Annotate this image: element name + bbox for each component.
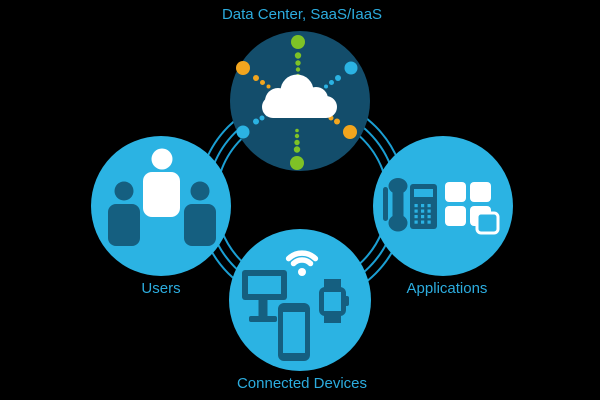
dot: [294, 52, 302, 59]
person-body: [108, 204, 140, 246]
app-tile: [445, 206, 466, 226]
person-left-icon: [108, 181, 140, 246]
monitor-icon: [242, 270, 287, 322]
big-dot: [344, 61, 358, 75]
dot: [293, 146, 301, 153]
dot-ray-southeast-orange: [323, 112, 357, 139]
key: [427, 215, 431, 219]
key: [427, 204, 431, 208]
monitor-stand: [258, 300, 268, 317]
dot: [253, 118, 259, 125]
person-body: [143, 172, 180, 217]
users-label: Users: [141, 280, 180, 297]
people-group-icon: [108, 148, 216, 246]
smartwatch-icon: [319, 279, 349, 323]
person-head: [114, 181, 134, 201]
dot-ray-south-green: [290, 128, 304, 170]
dot: [259, 115, 265, 121]
cloud-base: [262, 96, 337, 118]
big-dot: [291, 35, 305, 49]
applications-circle: [373, 136, 513, 276]
phone-screen: [414, 189, 433, 197]
key: [414, 209, 418, 213]
wifi-inner-arc: [290, 257, 314, 267]
cloud-icon: [262, 74, 337, 118]
wifi-icon: [285, 250, 319, 276]
key: [421, 220, 425, 224]
dot: [294, 133, 300, 139]
dot: [295, 60, 301, 66]
key: [421, 209, 425, 213]
dot: [294, 139, 300, 146]
phone-keypad: [414, 204, 431, 224]
big-dot: [343, 125, 357, 139]
key: [421, 215, 425, 219]
wifi-outer-arc: [285, 250, 319, 262]
big-dot: [290, 156, 304, 170]
app-grid-icon: [445, 182, 500, 235]
handset-grip: [392, 184, 404, 225]
connected-devices-circle: [229, 229, 371, 371]
app-tile: [445, 182, 466, 202]
connected-devices-label: Connected Devices: [237, 375, 367, 392]
dot-ray-northwest-orange: [236, 61, 271, 89]
person-center-icon: [143, 148, 180, 217]
dot-ray-northeast-blue: [324, 61, 358, 89]
dot: [295, 67, 301, 72]
key: [427, 220, 431, 224]
dot: [324, 84, 328, 89]
dot: [260, 80, 265, 85]
key: [414, 204, 418, 208]
big-dot: [236, 125, 250, 139]
person-head: [151, 148, 173, 170]
wifi-dot: [298, 268, 306, 276]
dot: [295, 128, 299, 133]
person-body: [184, 204, 216, 246]
key: [427, 209, 431, 213]
node-connected-devices: [229, 229, 371, 371]
node-users: [91, 136, 231, 276]
dot: [266, 84, 271, 89]
big-dot: [236, 61, 250, 75]
handset-cradle: [383, 187, 388, 221]
person-head: [190, 181, 210, 201]
node-data-center: [230, 31, 370, 171]
key: [414, 215, 418, 219]
dot: [329, 80, 334, 85]
monitor-base: [249, 316, 277, 322]
dot: [334, 118, 340, 125]
applications-label: Applications: [407, 280, 488, 297]
desk-phone-icon: [383, 178, 437, 232]
app-tile-outline: [475, 211, 500, 235]
data-center-label: Data Center, SaaS/IaaS: [222, 6, 382, 23]
watch-strap-top: [324, 279, 341, 288]
smartphone-screen: [283, 312, 305, 353]
key: [421, 204, 425, 208]
key: [414, 220, 418, 224]
smartphone-icon: [278, 303, 310, 361]
dot: [253, 75, 259, 81]
dot: [335, 75, 341, 81]
app-tile: [470, 182, 491, 202]
watch-screen: [324, 292, 341, 311]
person-right-icon: [184, 181, 216, 246]
watch-strap-bottom: [324, 315, 341, 323]
node-applications: [373, 136, 513, 276]
monitor-screen: [248, 276, 281, 294]
